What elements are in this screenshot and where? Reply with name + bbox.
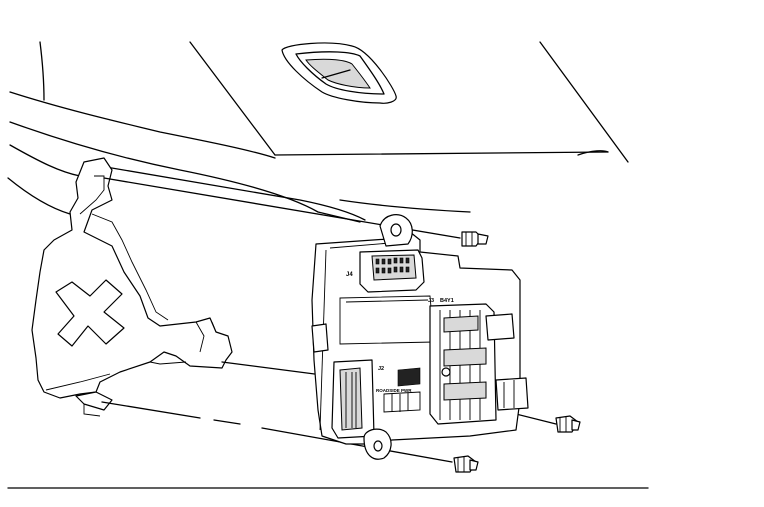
j3-label: J3 [428,298,434,304]
bolt-right [555,415,581,433]
bolt-top [461,231,489,247]
j2-label: J2 [378,366,384,372]
vehicle-body-panel [7,41,649,489]
bolt-bottom [453,455,479,473]
j2-sub-label: ROADSIDE PWR [376,388,412,393]
j3-sub-label: B4Y1 [440,298,454,304]
mounting-bracket [31,157,233,417]
x-cutout-shape [55,279,125,347]
handle-latch [281,42,397,104]
component-labels: J4 J3 B4Y1 J2 ROADSIDE PWR [346,272,454,393]
j4-label: J4 [346,272,353,278]
fuse-block [311,214,529,460]
